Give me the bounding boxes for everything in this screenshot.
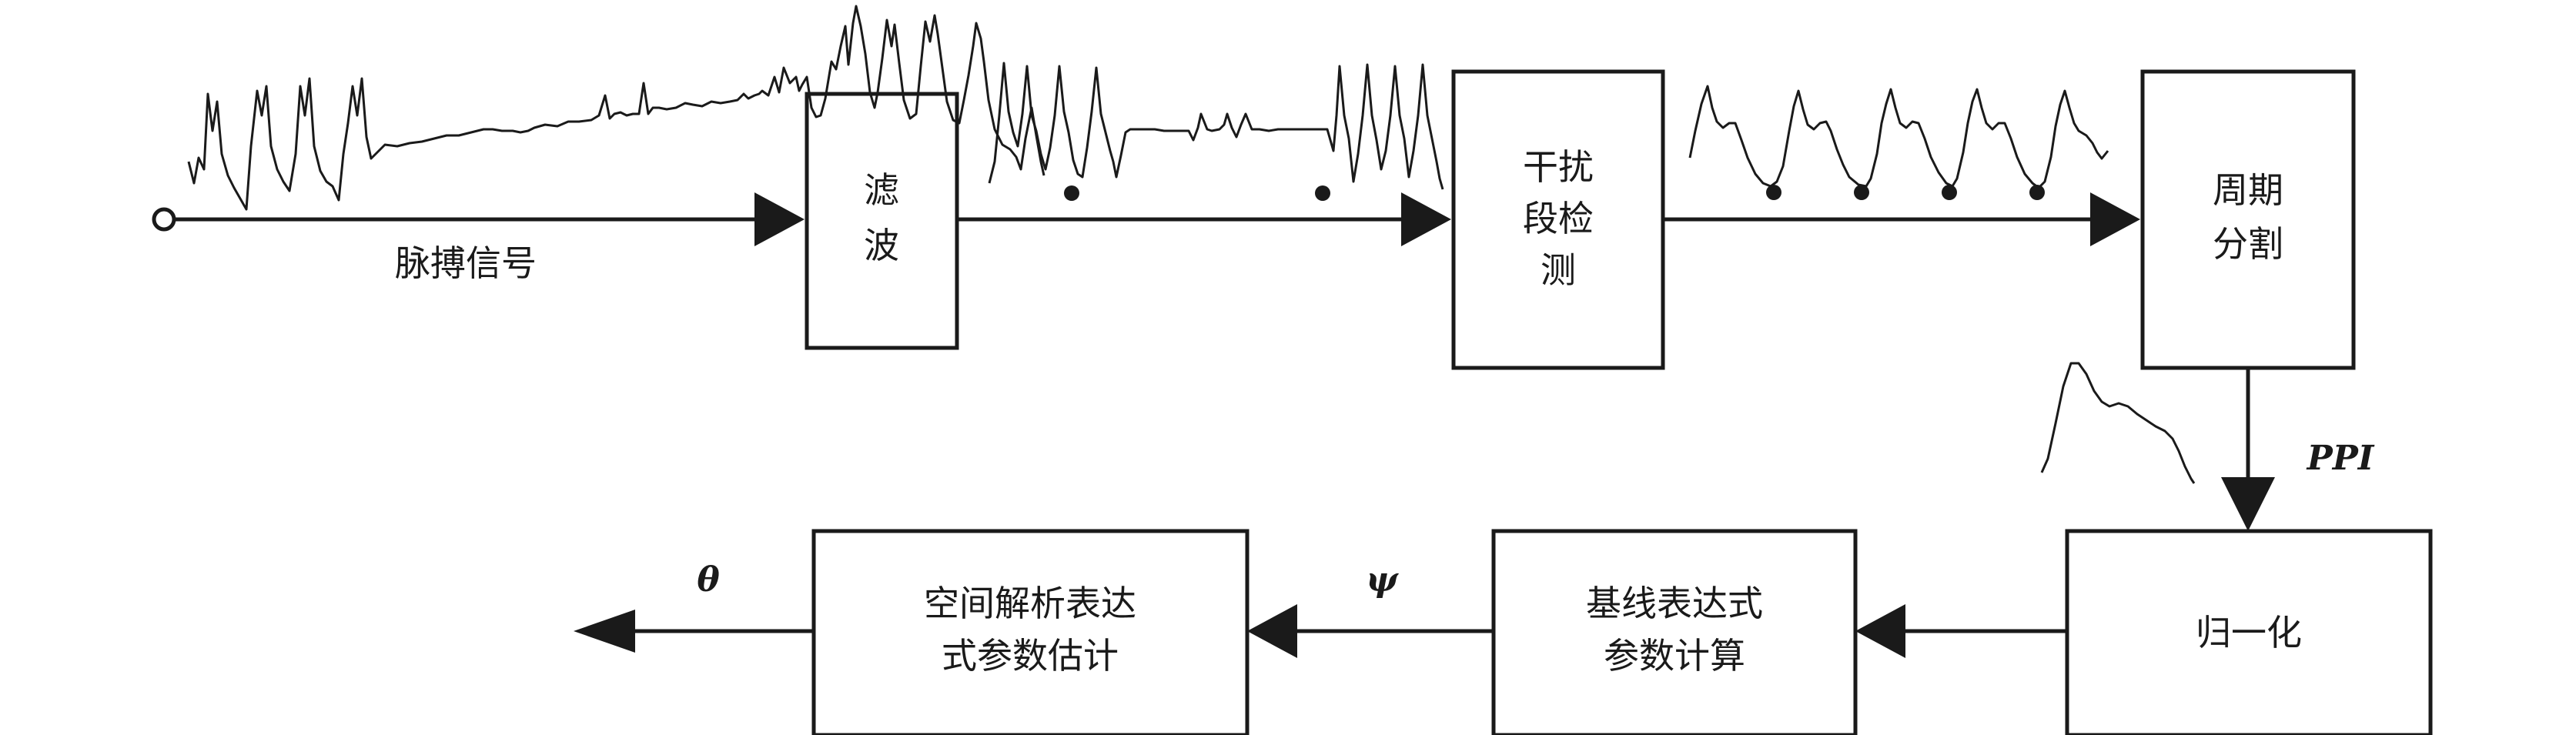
spatial-label-line1: 空间解析表达 <box>924 583 1136 624</box>
interference-label-line1: 干扰 <box>1523 146 1594 188</box>
ppi-label: PPI <box>2306 439 2375 478</box>
arrowhead-into-period <box>2090 192 2140 246</box>
single-period-waveform <box>2040 362 2196 484</box>
clean-valley-marker-4 <box>2029 185 2045 200</box>
clean-valley-marker-2 <box>1854 185 1869 200</box>
arrowhead-into-detect <box>1401 192 1451 246</box>
theta-label: θ <box>697 560 720 600</box>
filtered-peak-marker-1 <box>1064 185 1079 201</box>
filtered-peak-marker-2 <box>1315 185 1330 201</box>
normalization-block <box>2065 529 2433 735</box>
spatial-estimation-block <box>811 529 1250 735</box>
baseline-parameter-block <box>1491 529 1858 735</box>
arrowhead-into-baseline <box>1855 604 1905 658</box>
clean-valley-marker-1 <box>1766 185 1781 200</box>
period-segmentation-block <box>2140 69 2356 370</box>
arrowhead-output <box>574 610 635 653</box>
interference-label-line3: 测 <box>1541 249 1576 291</box>
period-label-line2: 分割 <box>2213 223 2283 265</box>
filter-label-line2: 波 <box>864 225 899 266</box>
arrowhead-into-normalize <box>2221 477 2275 531</box>
baseline-label-line1: 基线表达式 <box>1586 583 1763 624</box>
period-label-line1: 周期 <box>2213 169 2283 211</box>
filter-label-line1: 滤 <box>864 169 899 211</box>
input-terminal <box>152 207 176 232</box>
psi-label: ψ <box>1366 560 1399 600</box>
arrowhead-into-filter <box>754 192 805 246</box>
normalize-label: 归一化 <box>2196 612 2302 653</box>
input-signal-label: 脉搏信号 <box>395 242 537 284</box>
arrowhead-into-spatial <box>1247 604 1297 658</box>
raw-pulse-waveform <box>187 5 1045 211</box>
clean-valley-marker-3 <box>1942 185 1957 200</box>
interference-label-line2: 段检 <box>1523 198 1594 239</box>
filter-block <box>805 92 959 350</box>
filtered-waveform <box>988 62 1444 190</box>
interference-detection-block <box>1451 69 1665 370</box>
clean-periodic-waveform <box>1688 85 2109 189</box>
spatial-label-line2: 式参数估计 <box>942 635 1119 677</box>
baseline-label-line2: 参数计算 <box>1604 635 1745 677</box>
